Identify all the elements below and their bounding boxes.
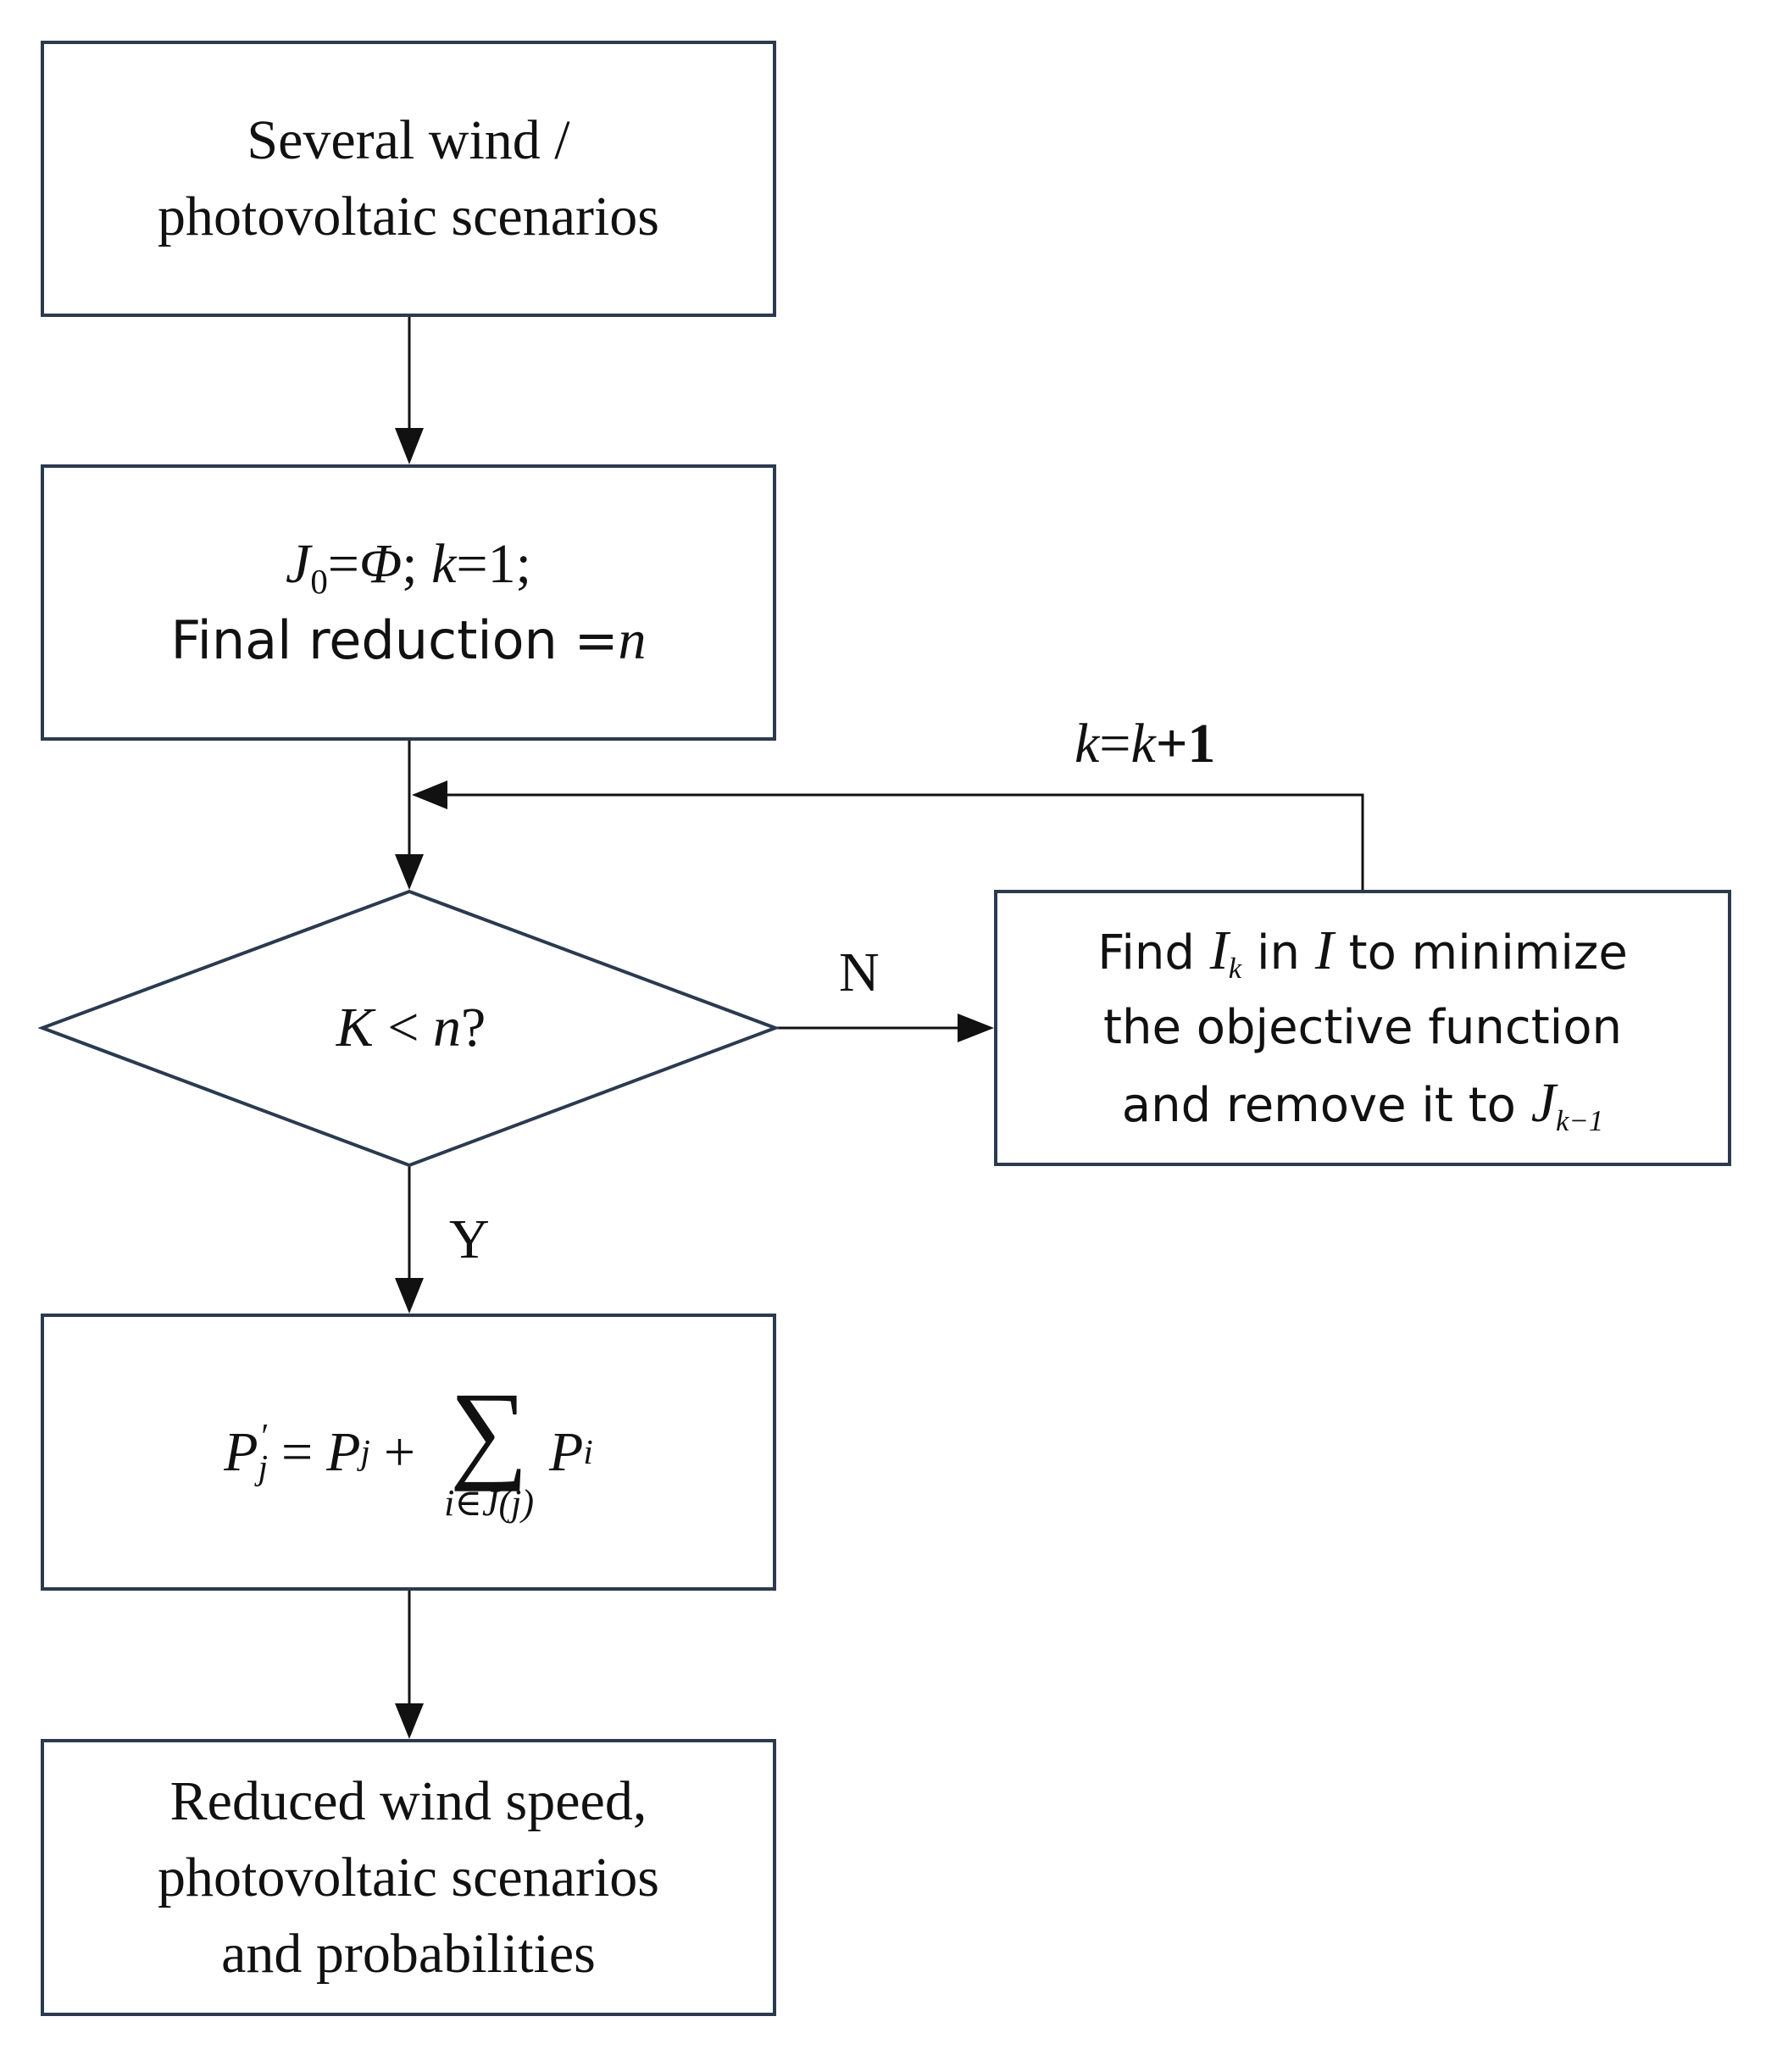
I-k-subscript: k (1228, 952, 1242, 986)
J-symbol: J (1530, 1072, 1557, 1134)
loop-back-line (424, 793, 1364, 890)
decision-K: K (336, 997, 374, 1058)
end-line-3: and probabilities (221, 1922, 596, 1985)
end-line-1: Reduced wind speed, (169, 1769, 647, 1832)
k-symbol: k (431, 533, 457, 595)
j-symbol: J (286, 533, 311, 595)
arrowhead-start-to-init (395, 428, 424, 464)
formula-equals: = (280, 1420, 314, 1483)
arrowhead-loop-back (412, 780, 447, 809)
decision-n: n (432, 997, 461, 1058)
formula-P-prime-sub: j (258, 1447, 268, 1486)
phi-symbol: Φ (359, 533, 403, 595)
decision-question: ? (460, 997, 486, 1058)
arrowhead-decision-to-update (395, 1278, 424, 1314)
final-reduction-text: Final reduction = (170, 609, 619, 671)
arrowhead-decision-to-find (958, 1014, 994, 1042)
decision-lt: < (373, 997, 433, 1058)
formula-prime: ′ (258, 1416, 267, 1455)
init-line-1: J0=Φ; k=1; (286, 526, 531, 603)
in-word: in (1241, 925, 1315, 980)
k-assign: =1; (456, 533, 531, 595)
sum-limit: i∈J(j) (444, 1481, 535, 1524)
init-semicolon: ; (402, 533, 418, 595)
loop-eq: = (1099, 713, 1131, 775)
decision-text: K < n? (301, 1000, 521, 1056)
loop-label: k=k+1 (1075, 716, 1215, 772)
I-k-symbol: I (1209, 919, 1229, 981)
find-word: Find (1097, 925, 1210, 980)
find-box: Find Ik in I to minimize the objective f… (994, 890, 1731, 1166)
I-symbol: I (1314, 919, 1334, 981)
start-box: Several wind / photovoltaic scenarios (41, 41, 776, 317)
end-line-2: photovoltaic scenarios (157, 1846, 659, 1908)
formula-plus: + (383, 1420, 416, 1483)
find-line-2: the objective function (1103, 1000, 1622, 1055)
loop-k2: k (1130, 713, 1156, 775)
formula-P-prime-scripts: ′j (258, 1416, 268, 1486)
to-minimize: to minimize (1333, 925, 1628, 980)
arrowhead-update-to-end (395, 1703, 424, 1739)
end-box: Reduced wind speed, photovoltaic scenari… (41, 1739, 776, 2016)
decision-diamond (37, 889, 780, 1168)
find-line-3: and remove it to Jk−1 (1122, 1065, 1603, 1143)
remove-text: and remove it to (1121, 1078, 1531, 1133)
formula-sum: ∑ i∈J(j) (444, 1369, 535, 1525)
n-symbol: n (618, 609, 647, 671)
yes-label: Y (449, 1208, 490, 1270)
start-line-1: Several wind / (247, 109, 570, 171)
init-box: J0=Φ; k=1; Final reduction =n (41, 464, 776, 741)
init-line-2: Final reduction =n (170, 603, 646, 679)
formula-P-j: P (326, 1420, 361, 1483)
loop-plus1: +1 (1155, 713, 1216, 775)
formula-P-i: P (549, 1420, 584, 1483)
sigma-symbol: ∑ (449, 1369, 529, 1492)
init-equals: = (327, 533, 360, 595)
find-line-1: Find Ik in I to minimize (1097, 913, 1628, 991)
J-subscript: k−1 (1556, 1104, 1604, 1138)
arrowhead-init-to-decision (395, 854, 424, 890)
j-subscript: 0 (310, 563, 328, 602)
formula-P-prime: P (224, 1420, 258, 1483)
start-line-2: photovoltaic scenarios (157, 186, 659, 247)
loop-k1: k (1075, 713, 1100, 775)
no-label: N (839, 942, 880, 1003)
